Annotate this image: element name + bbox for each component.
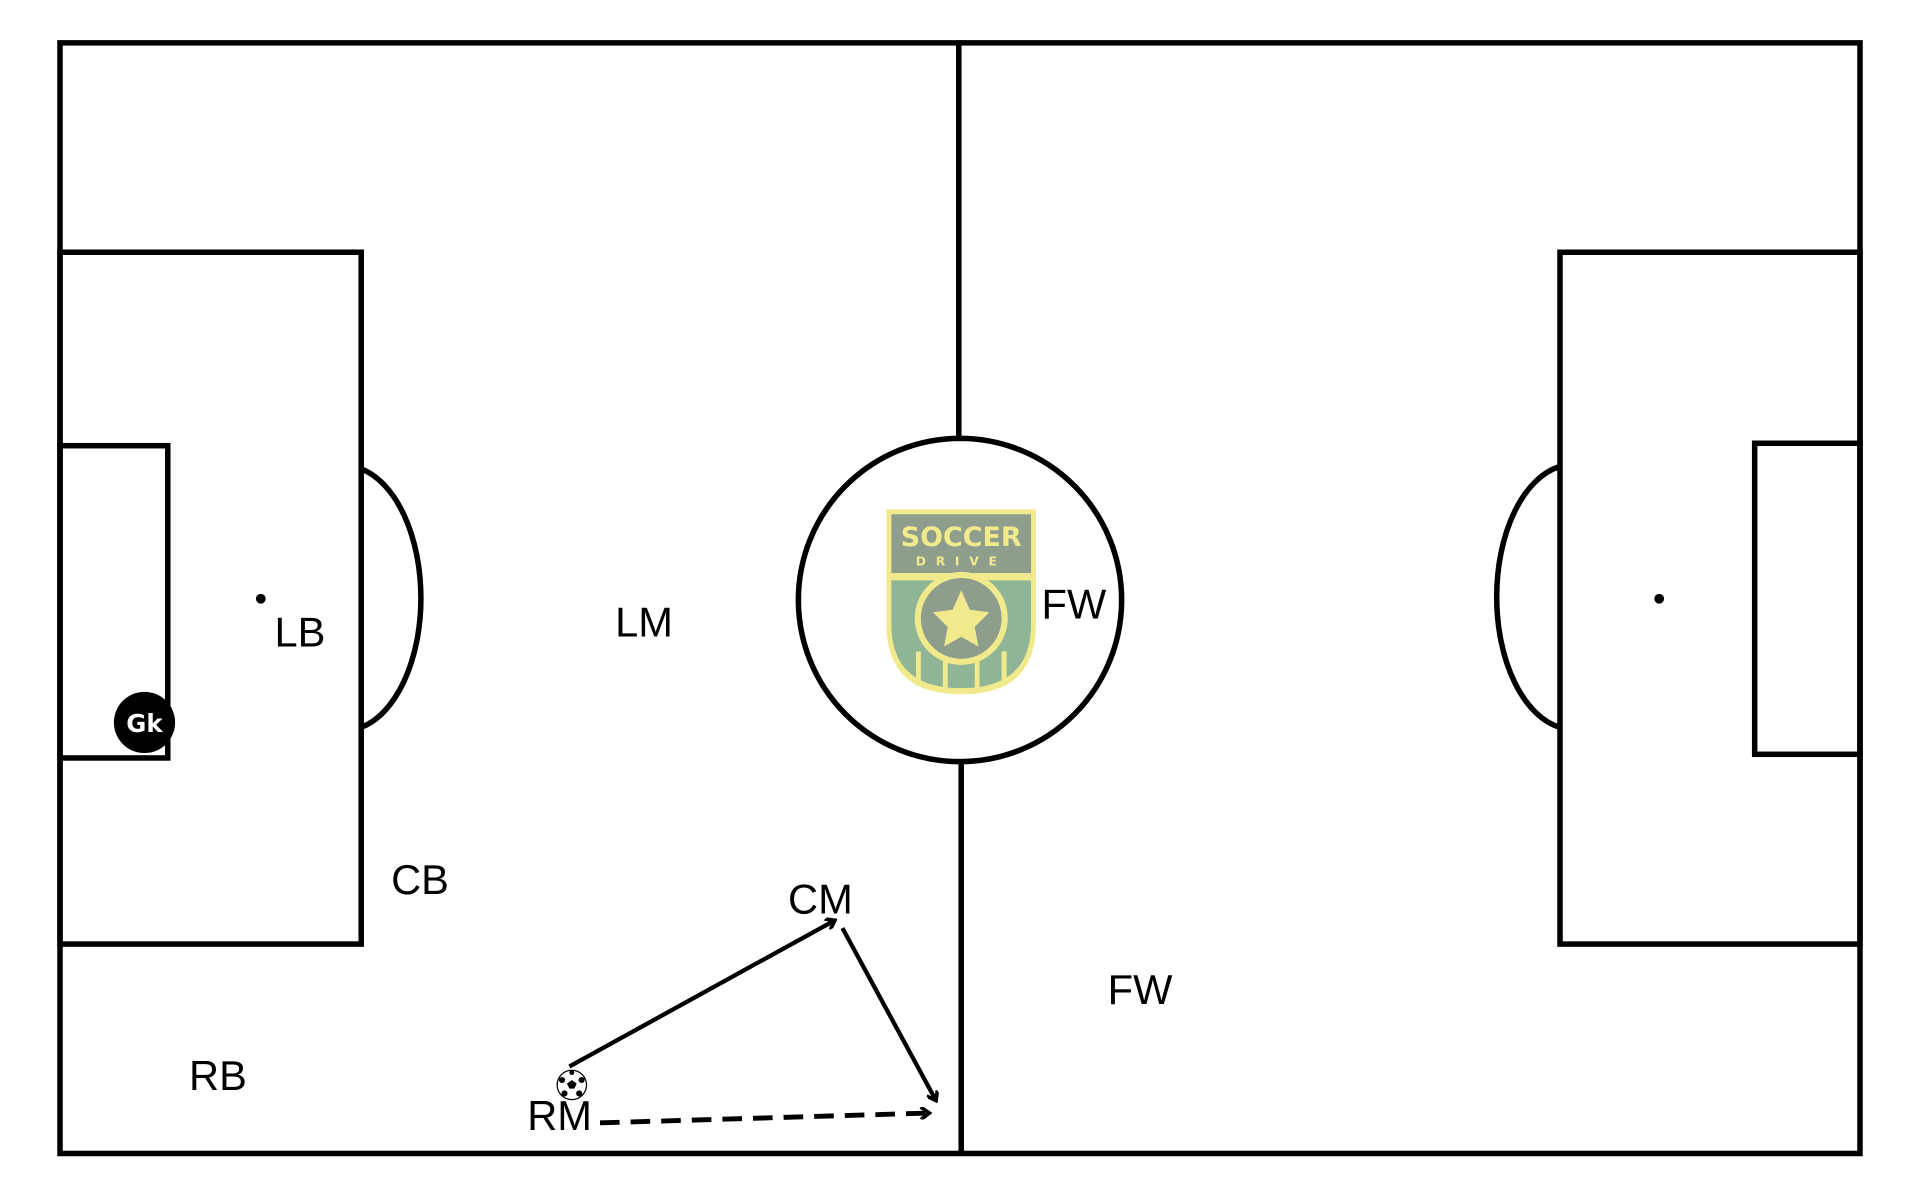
goalkeeper-label: Gk: [126, 709, 163, 738]
player-label-rm: RM: [527, 1092, 592, 1139]
logo-text-soccer: SOCCER: [901, 522, 1022, 553]
player-label-cb: CB: [391, 856, 449, 903]
pass-arrow-rm-to-cm: [568, 921, 833, 1069]
player-label-rb: RB: [189, 1052, 247, 1099]
soccer-ball-icon: [556, 1069, 588, 1101]
run-arrow-rm-dashed: [599, 1113, 928, 1126]
left-goal-box: [57, 442, 171, 761]
pass-arrow-cm-forward: [840, 927, 935, 1099]
player-label-lm: LM: [615, 599, 673, 646]
left-penalty-spot: [255, 593, 266, 604]
right-goal-box: [1751, 440, 1863, 758]
left-penalty-box: [57, 249, 364, 947]
goalkeeper-marker: Gk: [113, 691, 176, 754]
left-penalty-arc: [360, 466, 424, 730]
player-label-lb: LB: [275, 609, 326, 656]
player-label-cm: CM: [788, 875, 853, 922]
logo-text-drive: DRIVE: [916, 555, 1007, 569]
right-penalty-box: [1557, 249, 1863, 947]
center-circle: [795, 435, 1125, 765]
right-penalty-arc: [1493, 463, 1561, 730]
soccer-drive-logo: SOCCER DRIVE: [886, 509, 1036, 695]
player-label-fw: FW: [1042, 580, 1107, 627]
player-label-fw: FW: [1108, 966, 1173, 1013]
right-penalty-spot: [1654, 593, 1665, 604]
